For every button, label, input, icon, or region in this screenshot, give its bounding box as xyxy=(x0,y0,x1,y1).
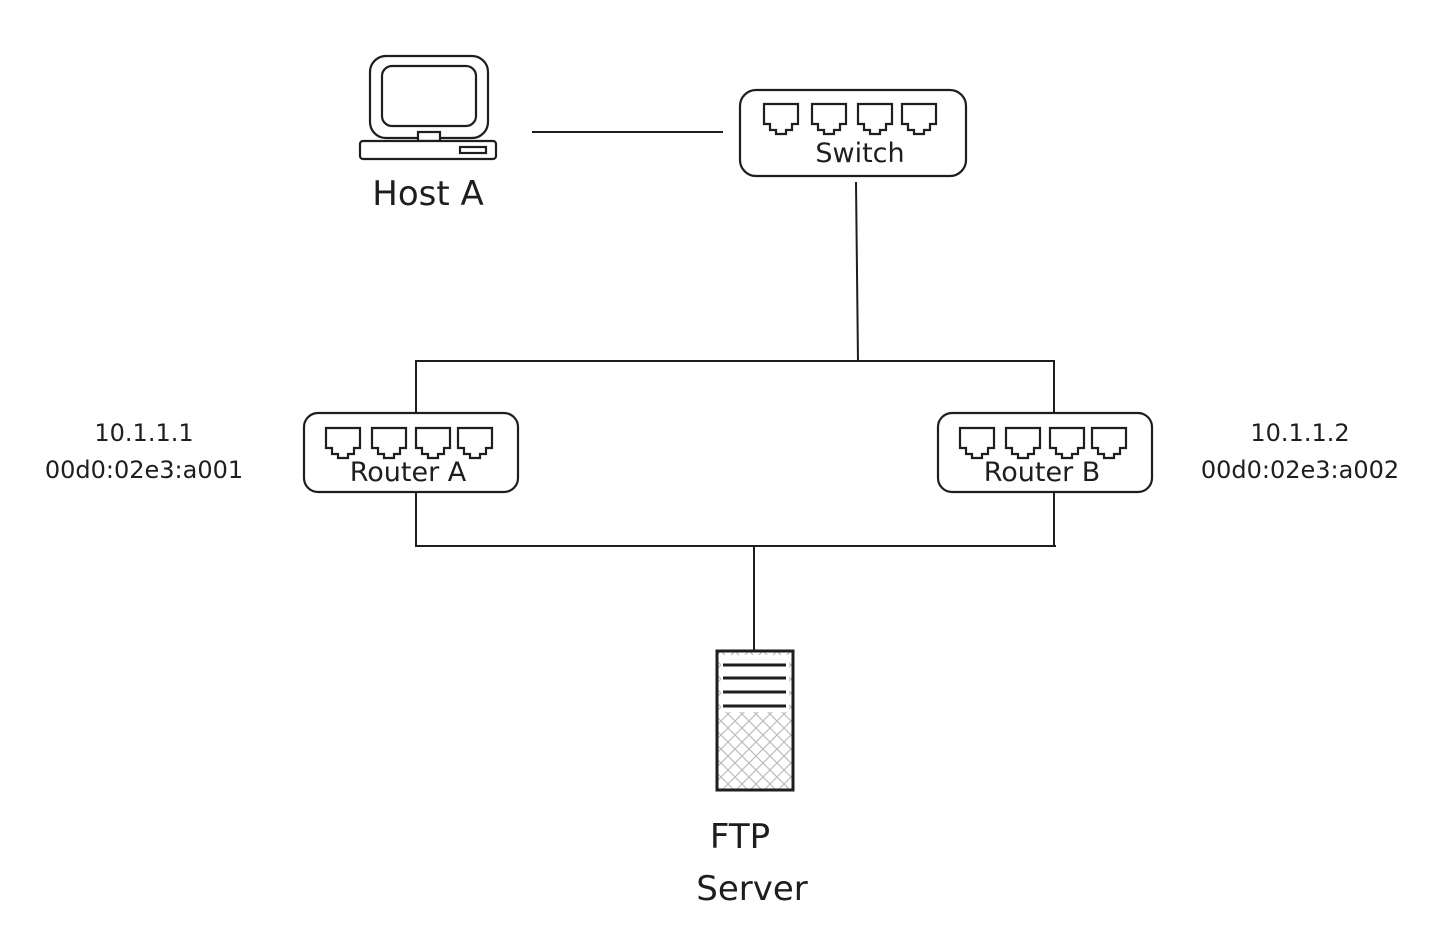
router-a-mac: 00d0:02e3:a001 xyxy=(45,456,243,484)
network-switch-icon xyxy=(738,88,968,178)
host-a-node: Host A xyxy=(358,54,498,214)
ftp-server-node: FTP Server xyxy=(696,649,808,909)
router-icon xyxy=(302,411,520,494)
server-tower-icon xyxy=(715,649,795,792)
switch-node: Switch xyxy=(738,88,968,178)
switch-label: Switch xyxy=(815,138,904,169)
router-b-mac: 00d0:02e3:a002 xyxy=(1201,456,1399,484)
desktop-computer-icon xyxy=(358,54,498,161)
ftp-server-label-line1: FTP xyxy=(710,817,770,857)
router-a-label: Router A xyxy=(350,457,467,488)
router-b-ip: 10.1.1.2 xyxy=(1250,419,1349,447)
host-a-label: Host A xyxy=(372,174,483,214)
router-b-node: Router B xyxy=(936,411,1154,494)
router-a-ip: 10.1.1.1 xyxy=(94,419,193,447)
link-switch-bus xyxy=(855,181,859,363)
ftp-server-label-line2: Server xyxy=(696,869,808,909)
router-icon xyxy=(936,411,1154,494)
router-a-node: Router A xyxy=(302,411,520,494)
router-b-label: Router B xyxy=(984,457,1101,488)
